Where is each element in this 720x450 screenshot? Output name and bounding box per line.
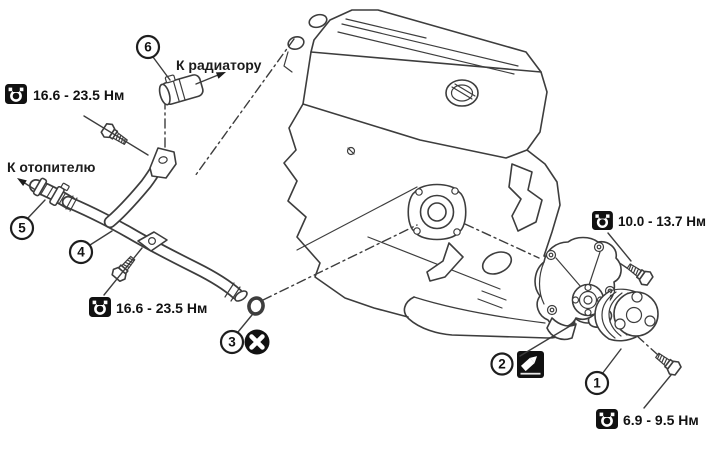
callout-5-number: 5 (18, 221, 26, 236)
block-port (481, 251, 513, 275)
torque-label-lower-pipe: 16.6 - 23.5 Нм (116, 300, 207, 316)
to-radiator-arrow (195, 68, 228, 85)
pipe-bracket-upper (149, 147, 177, 179)
water-pump-spout (546, 317, 577, 341)
callout-5: 5 (9, 215, 35, 241)
hose-clamp (32, 177, 70, 207)
water-pump-pulley (594, 288, 659, 342)
water-pipe-assembly (29, 147, 265, 316)
callout-3: 3 (219, 329, 245, 355)
torque-wrench-icon (594, 407, 620, 431)
pulley-center-hole (625, 306, 643, 324)
engine-mount-foot (508, 163, 543, 232)
to-heater-label: К отопителю (7, 159, 95, 175)
cover-boss (308, 13, 328, 29)
to-radiator-label: К радиатору (176, 57, 262, 73)
callout-2-number: 2 (498, 357, 506, 372)
torque-label-upper-pipe: 16.6 - 23.5 Нм (33, 87, 124, 103)
dipstick-tab (426, 242, 464, 282)
engine-block (283, 103, 613, 339)
torque-wrench-icon (87, 295, 113, 319)
cover-boss (287, 35, 305, 51)
torque-wrench-icon (3, 82, 29, 106)
leader-lines (27, 56, 672, 409)
callout-4: 4 (68, 239, 94, 265)
callout-1-number: 1 (593, 376, 601, 391)
pipe-bracket-lower (137, 231, 168, 252)
callout-3-number: 3 (228, 335, 236, 350)
o-ring (247, 296, 265, 316)
do-not-reuse-icon (244, 329, 270, 355)
valve-cover (283, 9, 548, 159)
water-pump-boss (407, 183, 467, 241)
callout-6: 6 (135, 34, 161, 60)
oil-filler-cap (445, 79, 479, 107)
callout-2: 2 (490, 352, 514, 376)
pipe-end-collar (234, 290, 248, 302)
torque-label-water-pump: 10.0 - 13.7 Нм (618, 214, 706, 229)
torque-label-pulley: 6.9 - 9.5 Нм (623, 412, 699, 428)
engine-illustration (283, 9, 613, 339)
callout-6-number: 6 (144, 40, 152, 55)
to-heater-arrow (15, 175, 35, 190)
torque-wrench-icon (590, 209, 615, 232)
block-small-bolt (346, 146, 356, 156)
callout-4-number: 4 (77, 245, 85, 260)
callout-1: 1 (584, 370, 610, 396)
sealant-icon (517, 351, 544, 378)
